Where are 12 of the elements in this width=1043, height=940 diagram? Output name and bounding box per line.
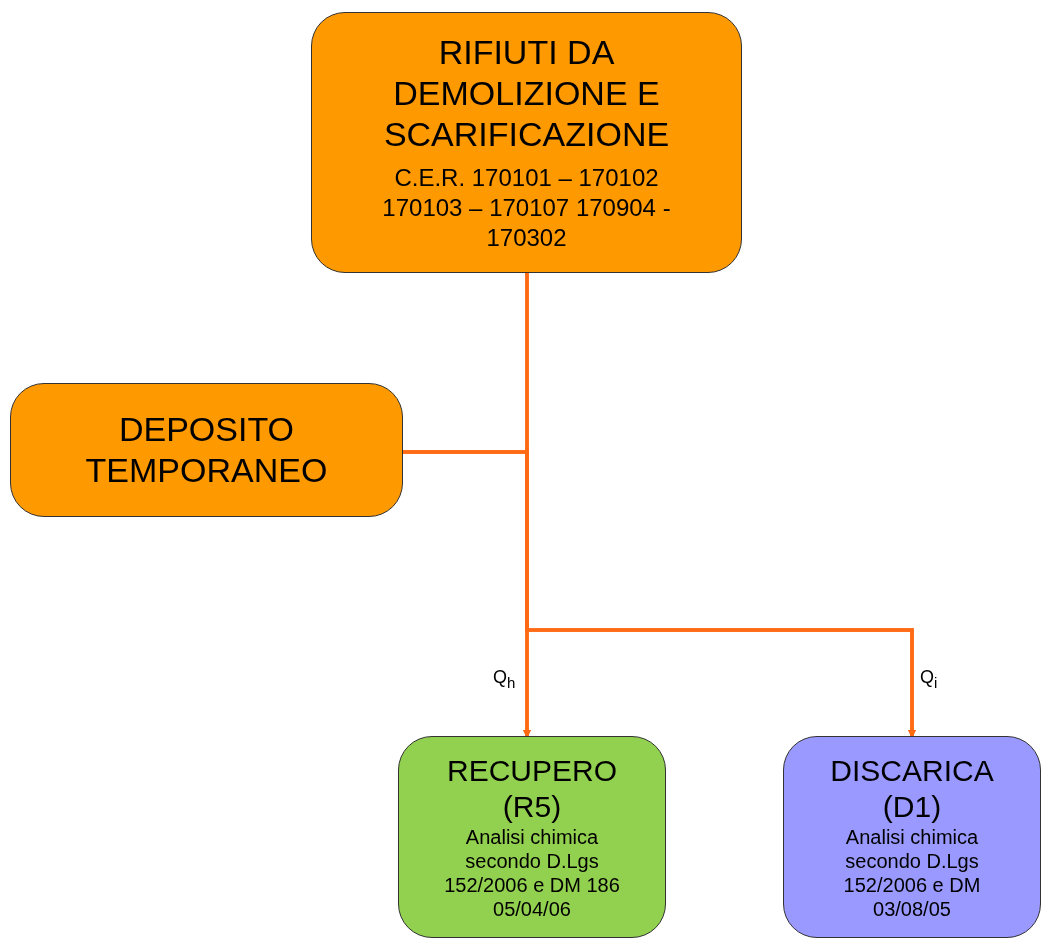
node-title: RECUPERO (R5) — [446, 753, 618, 825]
node-description: Analisi chimica secondo D.Lgs 152/2006 e DM 186 05/04/06 — [443, 825, 621, 921]
node-title: DEPOSITO TEMPORANEO — [84, 409, 329, 491]
process-box — [398, 736, 666, 938]
node-description: C.E.R. 170101 – 170102 170103 – 170107 170904 - 170302 — [381, 162, 672, 253]
node-description: Analisi chimica secondo D.Lgs 152/2006 e DM 03/08/05 — [842, 825, 982, 921]
node-title: DISCARICA (D1) — [829, 753, 995, 825]
process-box — [783, 736, 1041, 938]
process-box — [10, 383, 403, 517]
node-title: RIFIUTI DA DEMOLIZIONE E SCARIFICAZIONE — [382, 32, 671, 155]
process-box — [311, 12, 742, 273]
connector-arrow — [403, 450, 916, 738]
